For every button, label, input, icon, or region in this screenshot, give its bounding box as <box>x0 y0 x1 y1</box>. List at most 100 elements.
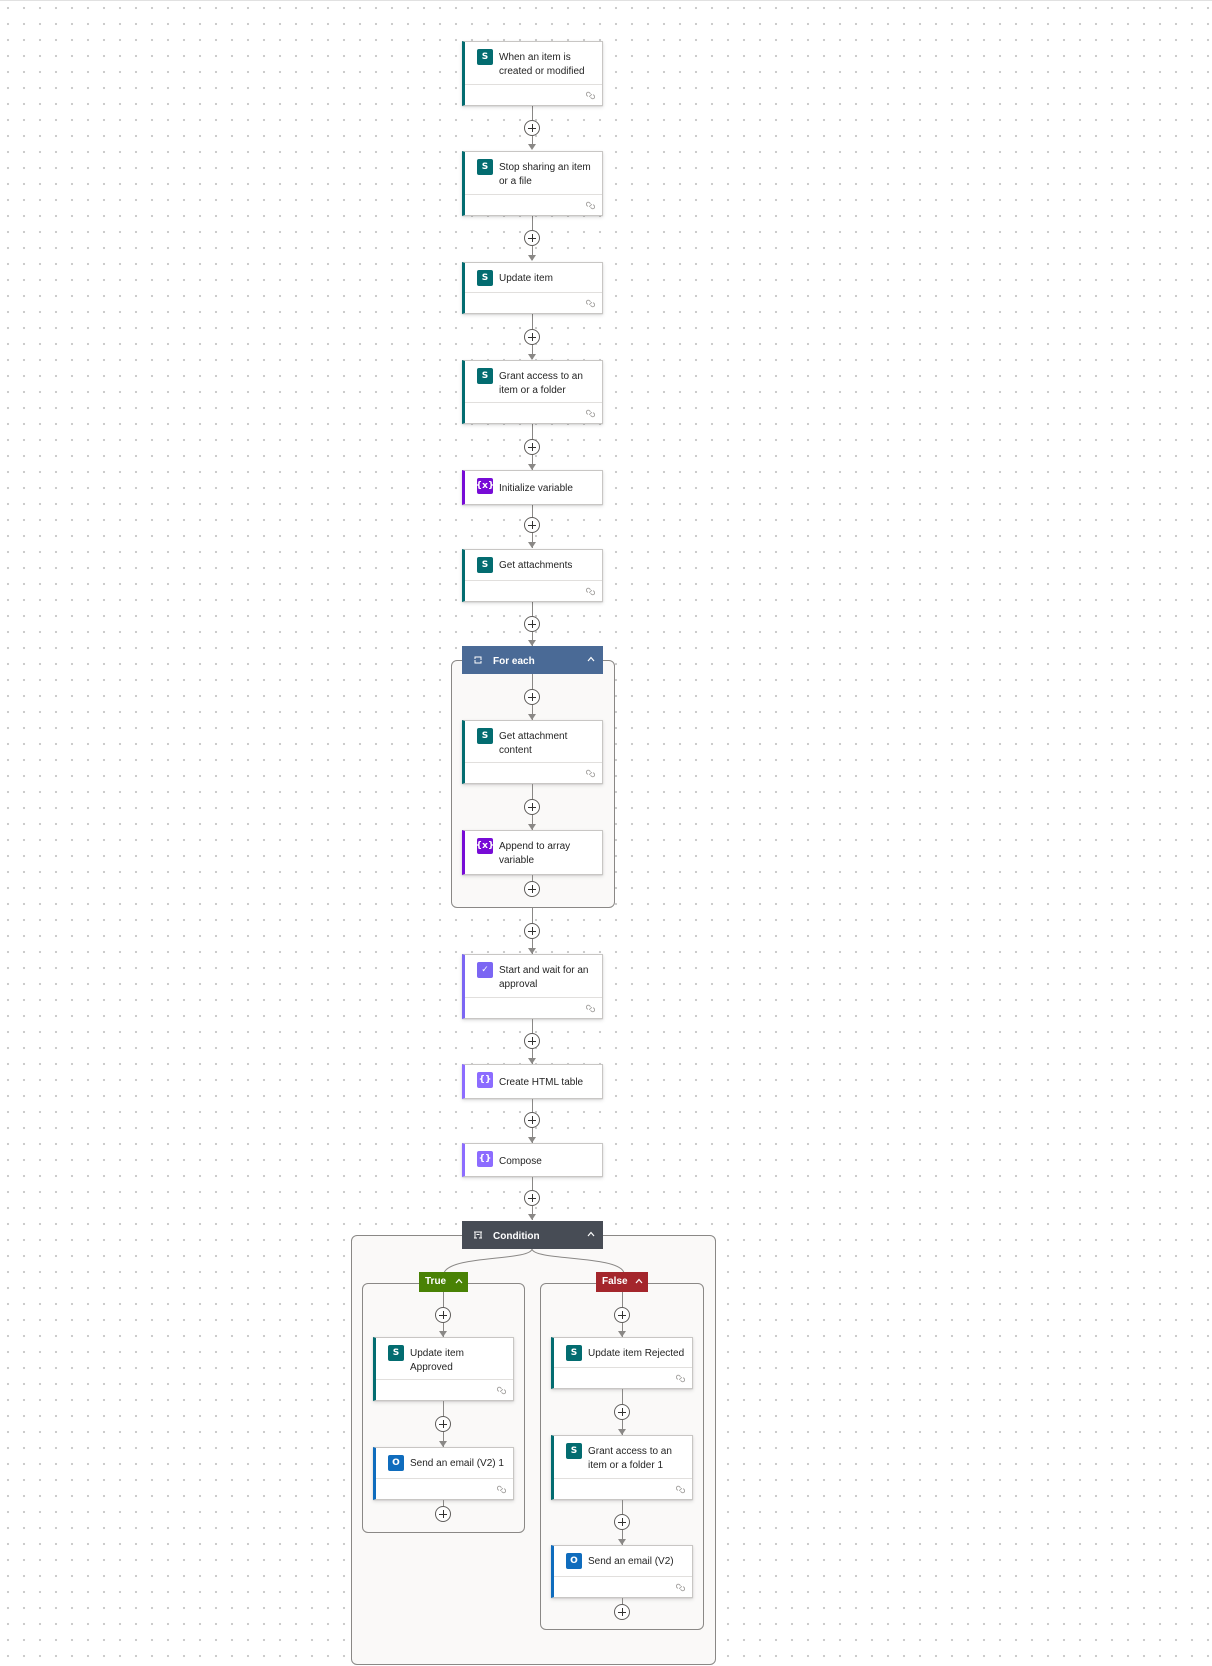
action-card[interactable]: S Update item Approved <box>373 1337 514 1401</box>
action-card[interactable]: S Grant access to an item or a folder 1 <box>551 1435 693 1500</box>
action-title: Compose <box>499 1156 542 1167</box>
add-step-button[interactable] <box>524 881 540 897</box>
true-branch-label[interactable]: True <box>419 1272 468 1292</box>
add-step-button[interactable] <box>614 1307 630 1323</box>
false-branch-label[interactable]: False <box>596 1272 648 1292</box>
data-operation-icon: {} <box>477 1151 493 1167</box>
connector-arrow <box>439 1441 447 1447</box>
connector-arrow <box>528 144 536 150</box>
action-card[interactable]: {x} Initialize variable <box>462 470 603 505</box>
card-footer <box>465 402 602 423</box>
action-card[interactable]: S Get attachment content <box>462 720 603 784</box>
action-card[interactable]: ✓ Start and wait for an approval <box>462 954 603 1019</box>
action-title: Send an email (V2) 1 <box>410 1458 504 1469</box>
add-step-button[interactable] <box>524 517 540 533</box>
action-card[interactable]: O Send an email (V2) <box>551 1545 693 1598</box>
action-card[interactable]: O Send an email (V2) 1 <box>373 1447 514 1500</box>
action-title: Start and wait for an approval <box>499 965 589 990</box>
action-card[interactable]: {x} Append to array variable <box>462 830 603 875</box>
connector <box>622 1598 623 1608</box>
action-card[interactable]: S Grant access to an item or a folder <box>462 360 603 424</box>
link-icon <box>586 1004 595 1013</box>
action-title: Grant access to an item or a folder 1 <box>588 1446 672 1471</box>
add-step-button[interactable] <box>524 923 540 939</box>
link-icon <box>676 1374 685 1383</box>
add-step-button[interactable] <box>435 1307 451 1323</box>
action-title: Send an email (V2) <box>588 1556 674 1567</box>
chevron-up-icon[interactable] <box>454 1276 464 1286</box>
add-step-button[interactable] <box>614 1404 630 1420</box>
connector-arrow <box>528 1137 536 1143</box>
link-icon <box>586 299 595 308</box>
connector-arrow <box>618 1331 626 1337</box>
card-footer <box>465 84 602 105</box>
card-footer <box>465 292 602 313</box>
card-footer <box>554 1576 692 1597</box>
link-icon <box>586 409 595 418</box>
connector <box>443 1500 444 1510</box>
add-step-button[interactable] <box>524 1190 540 1206</box>
connector-arrow <box>528 824 536 830</box>
action-title: Stop sharing an item or a file <box>499 162 591 187</box>
variable-icon: {x} <box>476 478 494 494</box>
link-icon <box>586 769 595 778</box>
card-footer <box>465 997 602 1018</box>
add-step-button[interactable] <box>524 1033 540 1049</box>
add-step-button[interactable] <box>524 799 540 815</box>
connector <box>532 875 533 885</box>
sharepoint-icon: S <box>566 1345 582 1361</box>
add-step-button[interactable] <box>524 689 540 705</box>
outlook-icon: O <box>566 1553 582 1569</box>
condition-header[interactable]: Condition <box>462 1221 603 1249</box>
sharepoint-icon: S <box>477 159 493 175</box>
foreach-header[interactable]: For each <box>462 646 603 674</box>
sharepoint-icon: S <box>477 728 493 744</box>
link-icon <box>497 1485 506 1494</box>
chevron-up-icon[interactable] <box>586 654 596 664</box>
link-icon <box>586 587 595 596</box>
action-title: Update item Rejected <box>588 1348 685 1359</box>
loop-icon <box>474 656 482 664</box>
action-card[interactable]: S Stop sharing an item or a file <box>462 151 603 216</box>
action-card[interactable]: {} Compose <box>462 1143 603 1177</box>
connector-arrow <box>528 464 536 470</box>
action-card[interactable]: {} Create HTML table <box>462 1064 603 1099</box>
action-card[interactable]: S Update item Rejected <box>551 1337 693 1389</box>
action-title: Create HTML table <box>499 1077 584 1088</box>
add-step-button[interactable] <box>614 1604 630 1620</box>
add-step-button[interactable] <box>435 1416 451 1432</box>
action-card[interactable]: S Update item <box>462 262 603 314</box>
outlook-icon: O <box>388 1455 404 1471</box>
connector-arrow <box>528 948 536 954</box>
add-step-button[interactable] <box>524 329 540 345</box>
chevron-up-icon[interactable] <box>586 1229 596 1239</box>
connector-arrow <box>439 1331 447 1337</box>
connector-arrow <box>528 714 536 720</box>
variable-icon: {x} <box>476 838 494 854</box>
action-card[interactable]: S Get attachments <box>462 549 603 602</box>
card-footer <box>465 580 602 601</box>
add-step-button[interactable] <box>524 616 540 632</box>
approvals-icon: ✓ <box>477 962 493 978</box>
action-title: Get attachment content <box>499 731 568 756</box>
action-title: Initialize variable <box>499 483 573 494</box>
add-step-button[interactable] <box>614 1514 630 1530</box>
add-step-button[interactable] <box>435 1506 451 1522</box>
trigger-title: When an item is created or modified <box>499 52 585 77</box>
foreach-title: For each <box>493 656 535 667</box>
add-step-button[interactable] <box>524 120 540 136</box>
add-step-button[interactable] <box>524 1112 540 1128</box>
connector-arrow <box>618 1429 626 1435</box>
action-title: Update item <box>499 273 553 284</box>
trigger-card[interactable]: S When an item is created or modified <box>462 41 603 106</box>
condition-title: Condition <box>493 1231 540 1242</box>
add-step-button[interactable] <box>524 230 540 246</box>
connector-arrow <box>528 255 536 261</box>
add-step-button[interactable] <box>524 439 540 455</box>
link-icon <box>497 1386 506 1395</box>
chevron-up-icon[interactable] <box>634 1276 644 1286</box>
sharepoint-icon: S <box>477 368 493 384</box>
sharepoint-icon: S <box>388 1345 404 1361</box>
data-operation-icon: {} <box>477 1072 493 1088</box>
card-footer <box>376 1478 513 1499</box>
